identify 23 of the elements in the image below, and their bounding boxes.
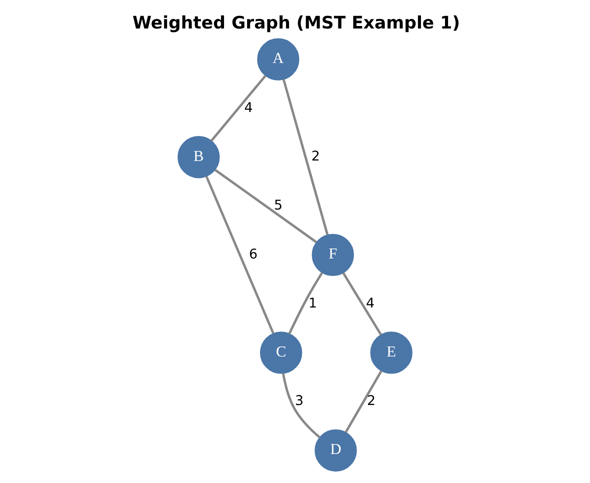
connector	[282, 373, 320, 438]
node-circle: C	[260, 332, 302, 374]
node-circle: D	[314, 429, 357, 472]
connector	[210, 74, 266, 142]
node-circle: B	[178, 136, 220, 178]
node-circle: A	[257, 38, 300, 80]
node-circle: F	[312, 234, 354, 276]
connector	[342, 272, 382, 336]
connector	[282, 79, 329, 236]
edge-label: 3	[295, 394, 304, 410]
edge-label: 2	[311, 150, 320, 165]
edge-label: 5	[274, 198, 282, 214]
diagram-title: Weighted Graph (MST Example 1)	[132, 14, 460, 34]
node-circle: E	[370, 332, 412, 374]
edge-label: 2	[366, 394, 376, 410]
connector	[205, 176, 274, 334]
edge-label: 1	[308, 296, 317, 312]
edge-label: 4	[244, 100, 253, 116]
connector	[344, 370, 382, 433]
connector	[288, 272, 324, 334]
edge-label: 4	[366, 296, 375, 312]
edge-label: 6	[249, 247, 258, 262]
connector	[214, 168, 317, 244]
